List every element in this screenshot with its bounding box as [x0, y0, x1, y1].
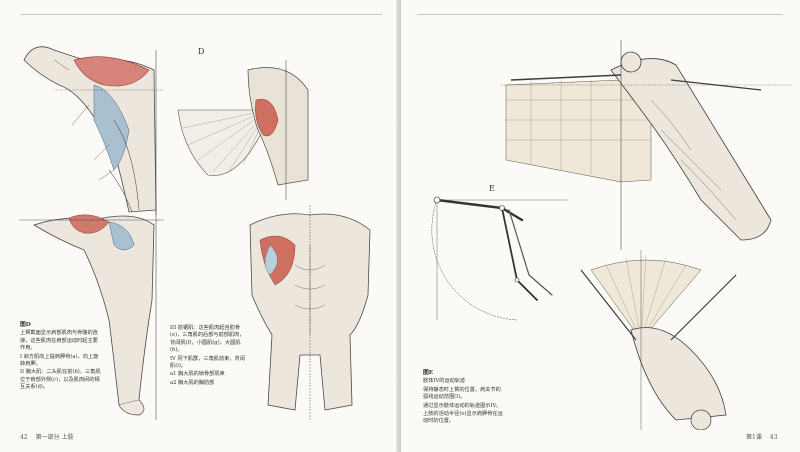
caption-d-paragraph: I 斜方肌向上提肩胛骨(a)，向上旋转肩胛。 [20, 353, 99, 368]
left-page: D 图D 上臂截面显示肩部肌肉与骨骼的连接，这些肌肉在肩部运动时起主要作用。 [0, 0, 399, 452]
caption-d-paragraph: 上臂截面显示肩部肌肉与骨骼的连接，这些肌肉在肩部运动时起主要作用。 [20, 330, 98, 352]
left-page-number: 42 [20, 434, 28, 441]
caption-e-paragraph: 保持静态时上臂的位置，肩关节的弧线运动范围(I)。 [423, 386, 501, 401]
caption-figure-e: 图E 肢体IV的运动轨迹 保持静态时上臂的位置，肩关节的弧线运动范围(I)。 通… [423, 370, 503, 427]
left-page-footer: 42 第一部分 上肢 [20, 432, 79, 441]
caption-d2-paragraph: IV 冈下肌群，三角肌前束，背阔肌(i)。 [170, 355, 245, 370]
right-page-number: 43 [769, 434, 778, 441]
caption-d2-paragraph: a2 胸大肌的胸肋部 [170, 379, 215, 386]
figure-d-label: D [198, 47, 205, 56]
top-rule [417, 14, 783, 15]
caption-figure-d-continued: III 前锯肌：这些肌肉起自肋骨(e)，三角肌的后部与前部肌肉，背阔肌(f)，小… [170, 325, 246, 388]
caption-d-paragraph: II 胸大肌：二头肌在前(b)，三角肌位于肩部外侧(c)，以及肌肉间的相互关系(… [20, 369, 101, 391]
left-running-head: 第一部分 上肢 [35, 434, 74, 441]
caption-d2-paragraph: III 前锯肌：这些肌肉起自肋骨(e)，三角肌的后部与前部肌肉，背阔肌(f)，小… [170, 325, 245, 354]
right-page-footer: 第1课 43 [746, 432, 783, 441]
shoulder-muscle-illustration-top [14, 30, 164, 215]
right-running-head: 第1课 [746, 434, 762, 441]
caption-e-paragraph: 通过显示肢体运动的轨迹图示IV。 [423, 402, 502, 409]
arm-muscle-illustration-bottom [14, 200, 164, 420]
top-rule [20, 14, 382, 15]
figure-e-label: E [489, 184, 495, 193]
caption-d-title: 图D [20, 322, 31, 328]
torso-muscle-illustration [240, 205, 380, 420]
caption-d2-paragraph: a1 胸大肌的锁骨部肌束 [170, 371, 225, 378]
caption-figure-d: 图D 上臂截面显示肩部肌肉与骨骼的连接，这些肌肉在肩部运动时起主要作用。 I 斜… [20, 322, 102, 393]
caption-e-paragraph: 肢体IV的运动轨迹 [423, 378, 466, 385]
caption-e-title: 图E [423, 370, 434, 376]
shoulder-fan-illustration [168, 60, 323, 200]
book-gutter [396, 0, 404, 452]
right-page: E 图E 肢体IV的运动轨迹 保持静态时上臂的位置，肩关节的弧线运动范围(I)。… [401, 0, 800, 452]
caption-e-paragraph: 上肢的活动半径(o)显示肩胛骨在运动时的位置。 [423, 411, 503, 425]
arm-skeleton-motion-diagram [417, 180, 577, 330]
figure-fan-motion-illustration [551, 250, 791, 430]
full-figure-arm-extended-illustration [501, 40, 791, 250]
